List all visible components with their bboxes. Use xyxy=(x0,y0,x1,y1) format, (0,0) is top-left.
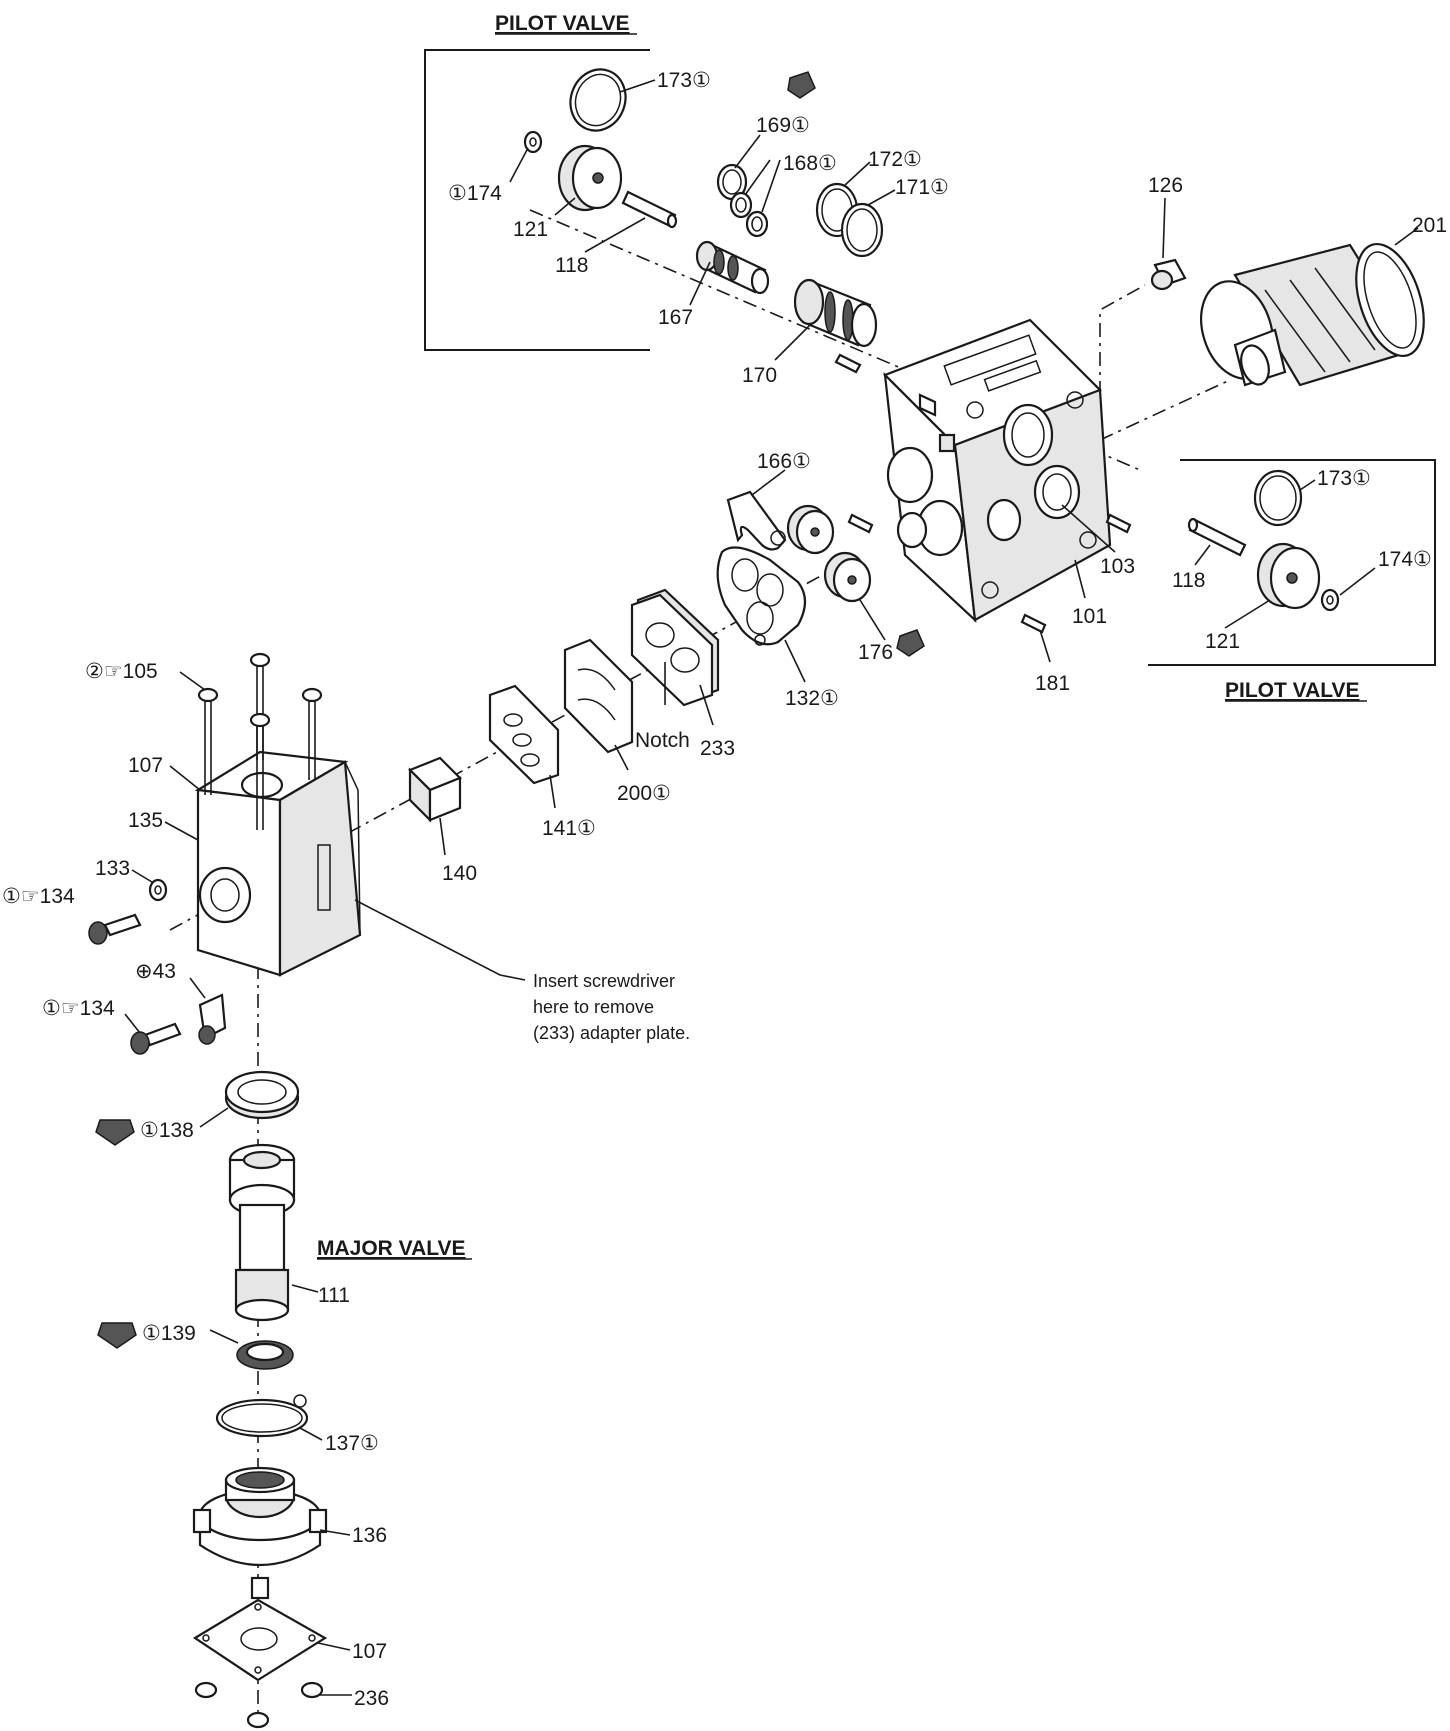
o-ring-137 xyxy=(215,1394,309,1438)
lock-icon-138 xyxy=(95,1119,135,1146)
air-chamber-135 xyxy=(194,750,362,977)
label-200: 200① xyxy=(617,782,671,805)
seal-168-a xyxy=(729,191,753,219)
check-valve-176-b xyxy=(823,551,872,603)
gasket-200 xyxy=(563,638,634,754)
pilot-valve-right-frame xyxy=(1148,459,1436,666)
label-141: 141① xyxy=(542,817,596,840)
label-173-right: 173① xyxy=(1317,467,1371,490)
label-126: 126 xyxy=(1148,174,1183,197)
o-ring-173-right xyxy=(1253,469,1303,527)
plug-126 xyxy=(1150,258,1187,291)
ground-clip-43 xyxy=(198,993,227,1045)
block-140 xyxy=(408,756,462,823)
washer-133 xyxy=(148,878,168,902)
muffler-201 xyxy=(1200,242,1425,387)
label-101: 101 xyxy=(1072,605,1107,628)
label-181: 181 xyxy=(1035,672,1070,695)
leader-lines xyxy=(124,79,1419,1696)
lock-icon-169 xyxy=(787,71,816,99)
label-169: 169① xyxy=(756,114,810,137)
label-134-a: ①☞134 xyxy=(2,885,75,908)
section-title-major-valve: MAJOR VALVE xyxy=(317,1237,466,1260)
label-121-right: 121 xyxy=(1205,630,1240,653)
screw-134-b xyxy=(130,1022,182,1055)
gasket-141 xyxy=(488,684,560,785)
screw-134-a xyxy=(88,913,142,945)
dowel-103 xyxy=(1105,513,1132,534)
section-title-pilot-valve-top: PILOT VALVE xyxy=(495,12,630,35)
label-166: 166① xyxy=(757,450,811,473)
label-174-top: ①174 xyxy=(448,182,502,205)
label-139: ①139 xyxy=(142,1322,196,1345)
sleeve-170 xyxy=(793,278,878,348)
label-135: 135 xyxy=(128,809,163,832)
note-line-3: (233) adapter plate. xyxy=(533,1023,690,1043)
label-236: 236 xyxy=(354,1687,389,1710)
label-176: 176 xyxy=(858,641,893,664)
nuts-236 xyxy=(194,1681,324,1729)
seal-168-b xyxy=(745,210,769,238)
label-107-bottom: 107 xyxy=(352,1640,387,1663)
gasket-132 xyxy=(716,546,807,646)
dowel-pin xyxy=(834,353,862,374)
label-174-right: 174① xyxy=(1378,548,1432,571)
label-118-top: 118 xyxy=(555,254,588,277)
gasket-166 xyxy=(726,490,787,551)
lock-icon-139 xyxy=(97,1322,137,1349)
check-valve-176-a xyxy=(786,504,835,555)
pin-118-top xyxy=(621,190,678,229)
seal-139 xyxy=(236,1340,294,1370)
spool-167 xyxy=(695,240,770,295)
label-201: 201 xyxy=(1412,214,1447,237)
adapter-plate-233 xyxy=(630,588,720,707)
label-107-top: 107 xyxy=(128,754,163,777)
label-132: 132① xyxy=(785,687,839,710)
label-103: 103 xyxy=(1100,555,1135,578)
label-137: 137① xyxy=(325,1432,379,1455)
label-136: 136 xyxy=(352,1524,387,1547)
seal-138 xyxy=(224,1070,300,1120)
label-118-right: 118 xyxy=(1172,569,1205,592)
label-168: 168① xyxy=(783,152,837,175)
plug-axis-line xyxy=(1099,284,1146,395)
label-134-b: ①☞134 xyxy=(42,997,115,1020)
note-line-2: here to remove xyxy=(533,997,654,1017)
label-140: 140 xyxy=(442,862,477,885)
label-138: ①138 xyxy=(140,1119,194,1142)
label-167: 167 xyxy=(658,306,693,329)
end-cap-121-right xyxy=(1256,542,1321,610)
label-notch: Notch xyxy=(635,729,690,752)
lock-icon-176 xyxy=(896,629,925,657)
center-body-101 xyxy=(883,318,1112,623)
label-133: 133 xyxy=(95,857,130,880)
label-43: ⊕43 xyxy=(135,960,176,983)
label-233: 233 xyxy=(700,737,735,760)
dowel-181 xyxy=(1020,613,1047,634)
pin-118-right xyxy=(1187,517,1247,557)
pilot-valve-top-frame xyxy=(424,49,650,351)
dowel-left-body xyxy=(847,513,874,534)
o-ring-173-top xyxy=(569,68,627,132)
end-cap-136 xyxy=(192,1466,328,1600)
o-ring-171 xyxy=(840,202,884,258)
washer-174-top xyxy=(523,130,543,154)
filter-axis-line xyxy=(1099,379,1231,441)
plate-107-bottom xyxy=(192,1598,328,1682)
label-111: 111 xyxy=(318,1284,350,1307)
label-171: 171① xyxy=(895,176,949,199)
label-172: 172① xyxy=(868,148,922,171)
bolts-105 xyxy=(197,652,323,830)
section-title-pilot-valve-right: PILOT VALVE xyxy=(1225,679,1360,702)
label-105: ②☞105 xyxy=(85,660,158,683)
label-170: 170 xyxy=(742,364,777,387)
spool-111 xyxy=(228,1143,296,1322)
washer-174-right xyxy=(1320,588,1340,612)
note-line-1: Insert screwdriver xyxy=(533,971,675,991)
end-cap-121-top xyxy=(557,144,623,212)
label-173-top: 173① xyxy=(657,69,711,92)
label-121-top: 121 xyxy=(513,218,548,241)
